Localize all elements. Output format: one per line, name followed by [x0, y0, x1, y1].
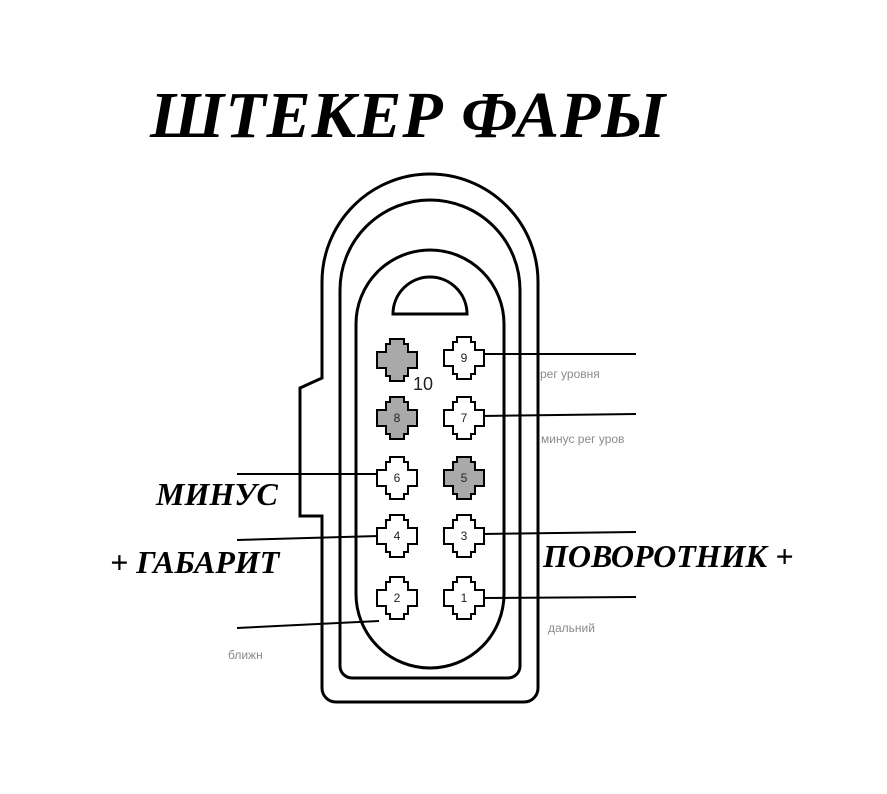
pin-7-number: 7 [461, 411, 468, 425]
label-povorotnik: ПОВОРОТНИК + [543, 538, 794, 574]
pin-6: 6 [376, 456, 418, 500]
label-gabarit: + ГАБАРИТ [110, 544, 280, 580]
wire-pin-2 [236, 620, 380, 629]
label-reg-urovnya: рег уровня [540, 367, 600, 381]
pin-3-contact [443, 514, 485, 558]
pin-9-number: 9 [461, 351, 468, 365]
pin-10-contact [376, 338, 418, 382]
wire-leads [236, 353, 637, 629]
pin-1-number: 1 [461, 591, 468, 605]
pin-4-number: 4 [394, 529, 401, 543]
connector-housing-outer [298, 172, 540, 704]
label-minus: МИНУС [156, 476, 278, 512]
pin-5-contact [443, 456, 485, 500]
pin-7: 7 [443, 396, 485, 440]
wire-pin-4 [236, 535, 380, 541]
label-minus-reg-urov: минус рег уров [541, 432, 625, 446]
connector-pin-cavity [354, 248, 506, 670]
wire-pin-7 [480, 413, 637, 417]
pin-4: 4 [376, 514, 418, 558]
pin-3-number: 3 [461, 529, 468, 543]
pin-9: 9 [443, 336, 485, 380]
pin-8: 8 [376, 396, 418, 440]
pin-2-number: 2 [394, 591, 401, 605]
pin-6-number: 6 [394, 471, 401, 485]
pin-2: 2 [376, 576, 418, 620]
pin-10-number: 10 [413, 374, 433, 394]
pin-1-contact [443, 576, 485, 620]
label-dalniy: дальний [548, 621, 595, 635]
connector-housing-middle [338, 198, 522, 680]
label-blizhn: ближн [228, 648, 263, 662]
pin-1: 1 [443, 576, 485, 620]
pin-5-number: 5 [461, 471, 468, 485]
pin-8-number: 8 [394, 411, 401, 425]
wire-pin-3 [480, 531, 637, 535]
pin-8-contact [376, 396, 418, 440]
pin-5: 5 [443, 456, 485, 500]
pin-6-contact [376, 456, 418, 500]
pin-4-contact [376, 514, 418, 558]
pin-7-contact [443, 396, 485, 440]
pin-3: 3 [443, 514, 485, 558]
connector-key [391, 275, 469, 316]
wire-pin-1 [480, 596, 637, 599]
diagram-title: ШТЕКЕР ФАРЫ [150, 79, 667, 152]
pin-9-contact [443, 336, 485, 380]
pin-10: 10 [376, 338, 433, 394]
pin-2-contact [376, 576, 418, 620]
